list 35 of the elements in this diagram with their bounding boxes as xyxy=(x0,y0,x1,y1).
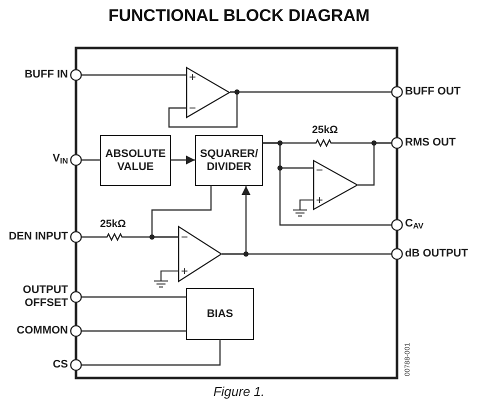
pin-label: DEN INPUT xyxy=(8,230,68,244)
caption: Figure 1. xyxy=(212,384,266,399)
wire xyxy=(81,159,100,161)
pin-label: BUFF OUT xyxy=(405,86,462,98)
pin-label: COMMON xyxy=(16,324,68,338)
wire xyxy=(222,253,392,255)
input-sign: − xyxy=(316,164,324,176)
wire xyxy=(263,142,392,226)
input-sign: − xyxy=(189,102,196,114)
input-sign: + xyxy=(316,194,324,206)
block-label: ABSOLUTE VALUE xyxy=(104,148,167,174)
input-sign: + xyxy=(189,71,196,84)
function-block xyxy=(195,135,263,186)
pin-label: C$_{AV}$ xyxy=(405,218,424,232)
pin-label: OUTPUT OFFSET xyxy=(22,284,68,310)
input-sign: − xyxy=(181,231,188,244)
wire xyxy=(171,156,195,164)
wire xyxy=(81,74,186,76)
wire xyxy=(81,232,178,242)
block-label: BIAS xyxy=(206,308,234,320)
wire xyxy=(168,91,238,128)
function-block xyxy=(186,288,254,340)
pin-label: V$_{IN}$ xyxy=(52,152,68,168)
title: FUNCTIONAL BLOCK DIAGRAM xyxy=(107,6,371,26)
wire xyxy=(81,340,221,366)
pin-label: CS xyxy=(52,358,68,372)
pin-label: dB OUTPUT xyxy=(405,248,469,260)
wire xyxy=(81,330,186,332)
wire xyxy=(81,296,186,298)
wire xyxy=(358,142,392,186)
block-label: SQUARER/ DIVIDER xyxy=(198,148,260,174)
function-block xyxy=(100,135,171,186)
pin-label: BUFF IN xyxy=(24,68,68,82)
pin-label: RMS OUT xyxy=(405,136,457,150)
input-sign: + xyxy=(181,264,188,277)
